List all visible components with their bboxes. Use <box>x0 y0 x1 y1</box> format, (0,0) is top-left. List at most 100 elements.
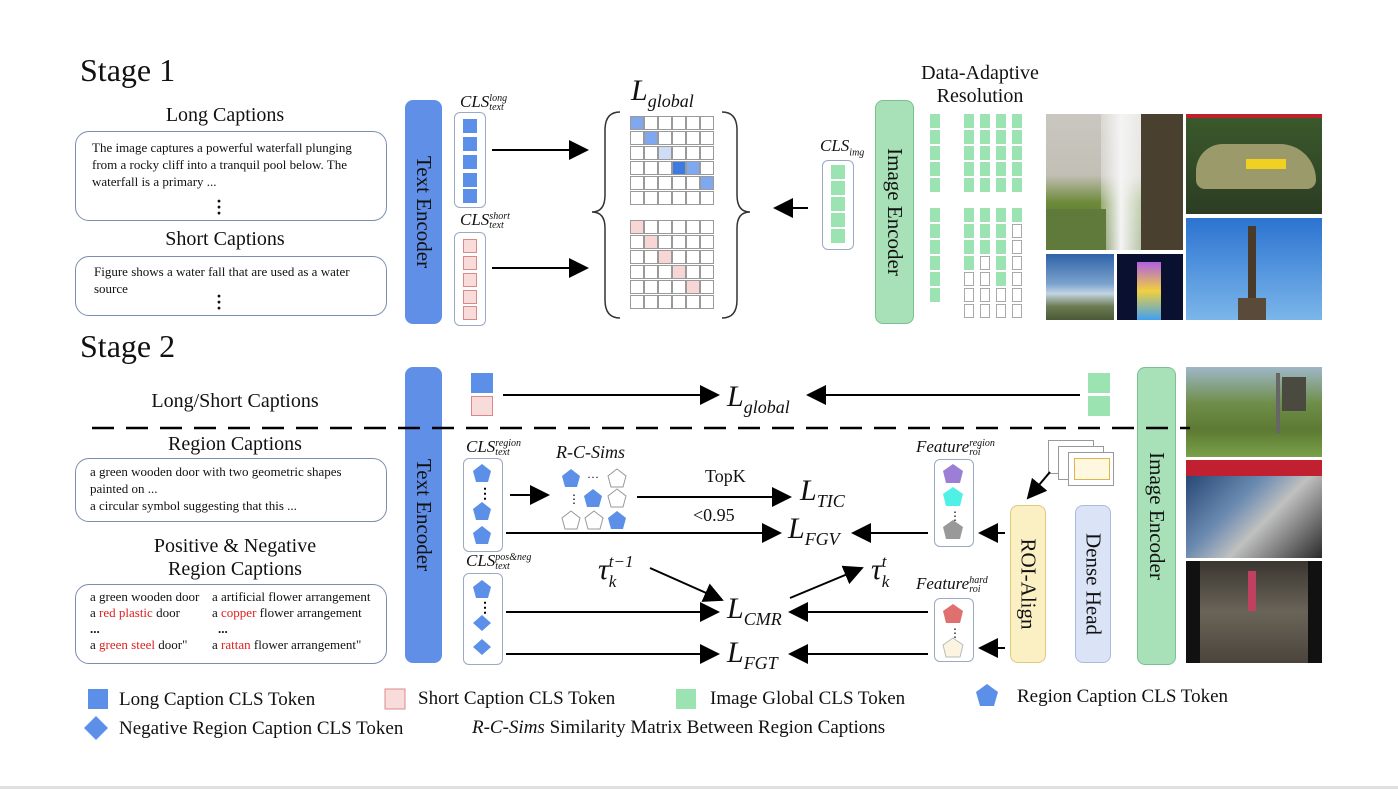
tau-sub: k <box>881 572 890 591</box>
matrix-cell <box>700 131 714 145</box>
matrix-cell <box>658 161 672 175</box>
matrix-cell <box>686 280 700 294</box>
short-captions-heading: Short Captions <box>165 228 285 250</box>
image-encoder-label: Image Encoder <box>1145 452 1169 580</box>
loss-global-stage2: Lglobal <box>727 380 790 418</box>
rcsims-label: R-C-Sims <box>556 442 625 462</box>
matrix-cell <box>672 280 686 294</box>
resolution-patch <box>930 240 940 254</box>
posneg-line: a copper flower arrangement <box>212 605 370 621</box>
matrix-cell <box>672 295 686 309</box>
svg-text:⋮: ⋮ <box>949 626 961 640</box>
monument-photo <box>1186 218 1322 320</box>
resolution-patch <box>980 178 990 192</box>
matrix-cell <box>630 161 644 175</box>
resolution-patch <box>1012 146 1022 160</box>
svg-text:⋮: ⋮ <box>568 492 580 506</box>
matrix-cell <box>686 176 700 190</box>
region-caption-line1: a green wooden door with two geometric s… <box>90 464 342 496</box>
resolution-patch <box>996 224 1006 238</box>
resolution-patch <box>930 208 940 222</box>
posneg-negative-col: a artificial flower arrangement a copper… <box>212 589 370 653</box>
legend-short-swatch <box>384 688 406 710</box>
loss-fgt-sub: FGT <box>743 653 778 673</box>
flower-wall-photo <box>1186 561 1322 663</box>
resolution-patch <box>930 130 940 144</box>
region-caption-line2: a circular symbol suggesting that this .… <box>90 498 297 513</box>
cls-img-label: CLSimg <box>820 136 864 158</box>
matrix-cell <box>686 161 700 175</box>
feature-pentagon-icon <box>943 464 963 483</box>
cls-posneg-sub: text <box>495 561 510 573</box>
resolution-patch <box>930 178 940 192</box>
posneg-line: a artificial flower arrangement <box>212 589 371 604</box>
resolution-patch <box>996 240 1006 254</box>
resolution-patch <box>996 162 1006 176</box>
stage1-title: Stage 1 <box>80 52 176 88</box>
ellipsis-vertical-icon: ⋮ <box>478 487 492 502</box>
cls-short-sup: short <box>489 211 510 223</box>
resolution-patch <box>980 208 990 222</box>
matrix-cell <box>686 146 700 160</box>
bottom-divider <box>0 786 1398 789</box>
matrix-cell <box>630 131 644 145</box>
resolution-patch <box>930 162 940 176</box>
matrix-cell <box>700 280 714 294</box>
matrix-cell <box>700 235 714 249</box>
topk-label: TopK <box>705 466 746 486</box>
dense-head-label: Dense Head <box>1081 532 1106 636</box>
matrix-cell <box>658 250 672 264</box>
matrix-cell <box>644 295 658 309</box>
posneg-text: door <box>152 605 180 620</box>
night-city-photo <box>1117 254 1183 320</box>
matrix-cell <box>686 131 700 145</box>
resolution-patch <box>996 114 1006 128</box>
rcsims-node-icon <box>561 510 581 530</box>
matrix-cell <box>686 235 700 249</box>
matrix-cell <box>700 116 714 130</box>
region-pentagon-icon <box>473 464 491 482</box>
short-token-stage2 <box>471 396 493 416</box>
img-token-stage2 <box>1088 373 1110 393</box>
matrix-cell <box>700 191 714 205</box>
cls-long-sub: text <box>489 102 504 114</box>
feature-hard-sup: hard <box>969 575 988 587</box>
matrix-cell <box>644 265 658 279</box>
resolution-patch <box>1012 304 1022 318</box>
img-token-stage2 <box>1088 396 1110 416</box>
data-adaptive-label: Data-Adaptive <box>921 62 1039 84</box>
resolution-patch <box>964 288 974 302</box>
cls-img-token-column <box>822 160 854 250</box>
tau-sub: k <box>608 572 617 591</box>
loss-cmr-base: L <box>727 592 744 625</box>
ellipsis-vertical-icon: ⋮ <box>478 601 492 616</box>
rcsims-node-icon <box>607 468 627 488</box>
resolution-patch <box>964 130 974 144</box>
posneg-ellipsis: ... <box>218 621 228 636</box>
posneg-line: a green wooden door <box>90 589 200 604</box>
legend-short-label: Short Caption CLS Token <box>418 688 616 709</box>
matrix-cell <box>644 146 658 160</box>
resolution-patch <box>964 240 974 254</box>
rcsims-node-icon <box>607 488 627 508</box>
negative-word: copper <box>221 605 257 620</box>
resolution-patch <box>980 288 990 302</box>
long-caption-text: The image captures a powerful waterfall … <box>92 140 352 189</box>
resolution-patch <box>1012 178 1022 192</box>
matrix-cell <box>686 116 700 130</box>
cls-long-token-column <box>454 112 486 208</box>
legend-long-swatch <box>88 689 108 709</box>
resolution-patch <box>1012 224 1022 238</box>
resolution-patch <box>964 114 974 128</box>
posneg-text: a <box>212 637 222 652</box>
negative-word: rattan <box>221 637 251 652</box>
svg-text:···: ··· <box>587 470 599 484</box>
cls-posneg-sup: pos&neg <box>495 552 532 564</box>
matrix-cell <box>700 250 714 264</box>
resolution-patch <box>996 304 1006 318</box>
matrix-cell <box>630 265 644 279</box>
loss-global-base: L <box>727 380 744 413</box>
